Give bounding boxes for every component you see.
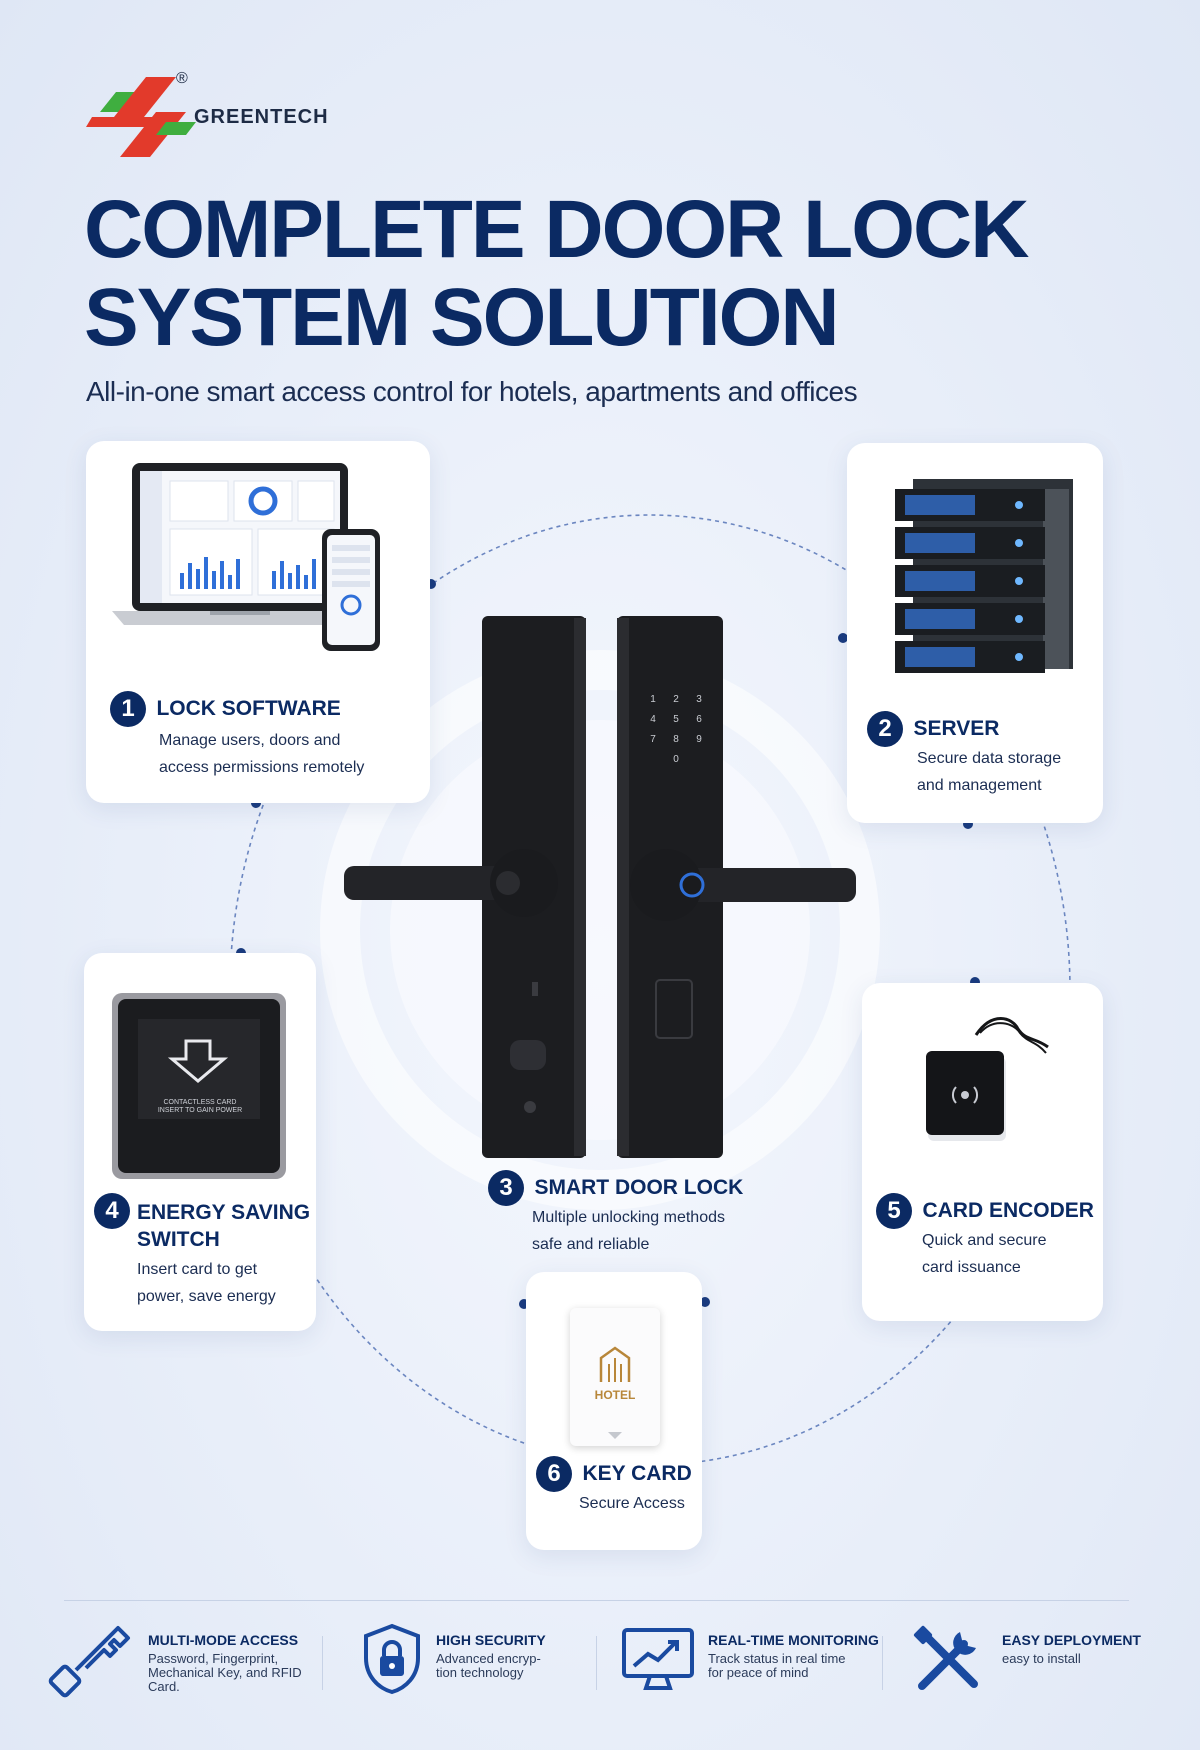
desc-line: tion technology — [436, 1665, 524, 1680]
feature-easy-deployment: EASY DEPLOYMENT easy to install — [1002, 1632, 1141, 1666]
feature-separator — [882, 1636, 883, 1690]
keypad-key: 4 — [650, 714, 656, 725]
step-number: 4 — [94, 1193, 130, 1229]
keypad-key: 9 — [696, 734, 702, 745]
smart-door-lock-title: SMART DOOR LOCK — [534, 1176, 744, 1199]
page-subtitle: All-in-one smart access control for hote… — [86, 376, 858, 407]
page-title: COMPLETE DOOR LOCK SYSTEM SOLUTION — [84, 186, 1134, 362]
insert-arrow-icon — [608, 1432, 622, 1439]
feature-desc: Password, Fingerprint, Mechanical Key, a… — [148, 1652, 302, 1694]
energy-switch-title: ENERGY SAVING SWITCH — [137, 1199, 310, 1253]
key-card-heading: 6 KEY CARD — [536, 1456, 692, 1492]
lock-software-title: LOCK SOFTWARE — [156, 697, 341, 720]
feature-high-security: HIGH SECURITY Advanced encryp- tion tech… — [436, 1632, 546, 1680]
feature-separator — [322, 1636, 323, 1690]
desc-line: Card. — [148, 1679, 180, 1694]
feature-divider — [64, 1600, 1129, 1601]
keypad-key: 5 — [673, 714, 679, 725]
server-desc: Secure data storage and management — [917, 745, 1061, 799]
card-encoder-card: 5 CARD ENCODER Quick and secure card iss… — [862, 983, 1103, 1321]
feature-title: HIGH SECURITY — [436, 1632, 546, 1648]
desc-line: Mechanical Key, and RFID — [148, 1665, 302, 1680]
keypad-key: 3 — [696, 694, 702, 705]
keypad-key: 7 — [650, 734, 656, 745]
energy-switch-heading: 4 — [94, 1193, 130, 1229]
keypad-key: 6 — [696, 714, 702, 725]
desc-line: Manage users, doors and — [159, 732, 341, 749]
card-encoder-desc: Quick and secure card issuance — [922, 1227, 1047, 1281]
keypad-key: 8 — [673, 734, 679, 745]
feature-title: EASY DEPLOYMENT — [1002, 1632, 1141, 1648]
desc-line: Insert card to get — [137, 1261, 258, 1278]
feature-real-time-monitoring: REAL-TIME MONITORING Track status in rea… — [708, 1632, 879, 1680]
switch-text-line: CONTACTLESS CARD — [163, 1099, 237, 1106]
desc-line: Track status in real time — [708, 1651, 846, 1666]
feature-title: MULTI-MODE ACCESS — [148, 1632, 299, 1648]
registered-mark: ® — [176, 70, 188, 87]
desc-line: Secure data storage — [917, 750, 1062, 767]
server-card: 2 SERVER Secure data storage and managem… — [847, 443, 1103, 823]
desc-line: and management — [917, 777, 1042, 794]
step-number: 1 — [110, 691, 146, 727]
desc-line: power, save energy — [137, 1288, 276, 1305]
feature-title: REAL-TIME MONITORING — [708, 1632, 879, 1648]
desc-line: Advanced encryp- — [436, 1651, 541, 1666]
energy-switch-illustration — [112, 993, 286, 1179]
tools-icon — [913, 1625, 978, 1690]
smart-door-lock-desc: Multiple unlocking methods safe and reli… — [532, 1204, 725, 1258]
title-line-1: COMPLETE DOOR LOCK — [84, 184, 1029, 275]
keypad-key: 0 — [673, 754, 679, 765]
smart-door-lock-heading: 3 SMART DOOR LOCK — [488, 1170, 743, 1206]
card-encoder-illustration — [926, 1017, 1049, 1141]
title-line: ENERGY SAVING — [137, 1201, 311, 1224]
server-heading: 2 SERVER — [867, 711, 999, 747]
key-icon — [48, 1626, 130, 1698]
card-encoder-title: CARD ENCODER — [922, 1199, 1094, 1222]
keypad: 1 2 3 4 5 6 7 8 9 0 — [650, 694, 702, 765]
server-rack-illustration — [895, 479, 1073, 673]
brand-name: GREENTECH — [194, 106, 329, 128]
card-encoder-heading: 5 CARD ENCODER — [876, 1193, 1094, 1229]
feature-desc: easy to install — [1002, 1651, 1081, 1666]
lock-software-desc: Manage users, doors and access permissio… — [159, 727, 364, 781]
switch-inscription: CONTACTLESS CARD INSERT TO GAIN POWER — [108, 1099, 292, 1115]
hotel-building-icon — [599, 1346, 631, 1382]
step-number: 6 — [536, 1456, 572, 1492]
shield-lock-icon — [364, 1623, 420, 1695]
feature-multi-mode: MULTI-MODE ACCESS Password, Fingerprint,… — [148, 1632, 302, 1694]
lock-software-heading: 1 LOCK SOFTWARE — [110, 691, 341, 727]
server-title: SERVER — [913, 717, 1000, 740]
step-number: 2 — [867, 711, 903, 747]
key-card-card: HOTEL 6 KEY CARD Secure Access — [526, 1272, 702, 1550]
keypad-key: 1 — [650, 694, 656, 705]
switch-text-line: INSERT TO GAIN POWER — [157, 1107, 243, 1114]
title-line: SWITCH — [137, 1228, 220, 1251]
greentech-logo — [86, 77, 196, 157]
desc-line: for peace of mind — [708, 1665, 809, 1680]
hotel-label: HOTEL — [594, 1388, 636, 1402]
energy-saving-switch-card: CONTACTLESS CARD INSERT TO GAIN POWER 4 … — [84, 953, 316, 1331]
smart-door-lock-illustration: 1 2 3 4 5 6 7 8 9 0 — [344, 616, 856, 1158]
desc-line: access permissions remotely — [159, 759, 365, 776]
monitor-chart-icon — [622, 1628, 694, 1690]
lock-software-card: 1 LOCK SOFTWARE Manage users, doors and … — [86, 441, 430, 803]
feature-desc: Advanced encryp- tion technology — [436, 1652, 546, 1680]
desc-line: safe and reliable — [532, 1236, 650, 1253]
desc-line: card issuance — [922, 1259, 1021, 1276]
title-line-2: SYSTEM SOLUTION — [84, 272, 840, 363]
key-card-illustration: HOTEL — [570, 1308, 660, 1446]
laptop-phone-illustration — [112, 463, 380, 651]
key-card-title: KEY CARD — [582, 1462, 692, 1485]
step-number: 3 — [488, 1170, 524, 1206]
feature-separator — [596, 1636, 597, 1690]
key-card-desc: Secure Access — [579, 1495, 685, 1512]
desc-line: Quick and secure — [922, 1232, 1047, 1249]
feature-desc: Track status in real time for peace of m… — [708, 1652, 879, 1680]
desc-line: Password, Fingerprint, — [148, 1651, 279, 1666]
energy-switch-desc: Insert card to get power, save energy — [137, 1256, 276, 1310]
step-number: 5 — [876, 1193, 912, 1229]
desc-line: Multiple unlocking methods — [532, 1209, 725, 1226]
keypad-key: 2 — [673, 694, 679, 705]
